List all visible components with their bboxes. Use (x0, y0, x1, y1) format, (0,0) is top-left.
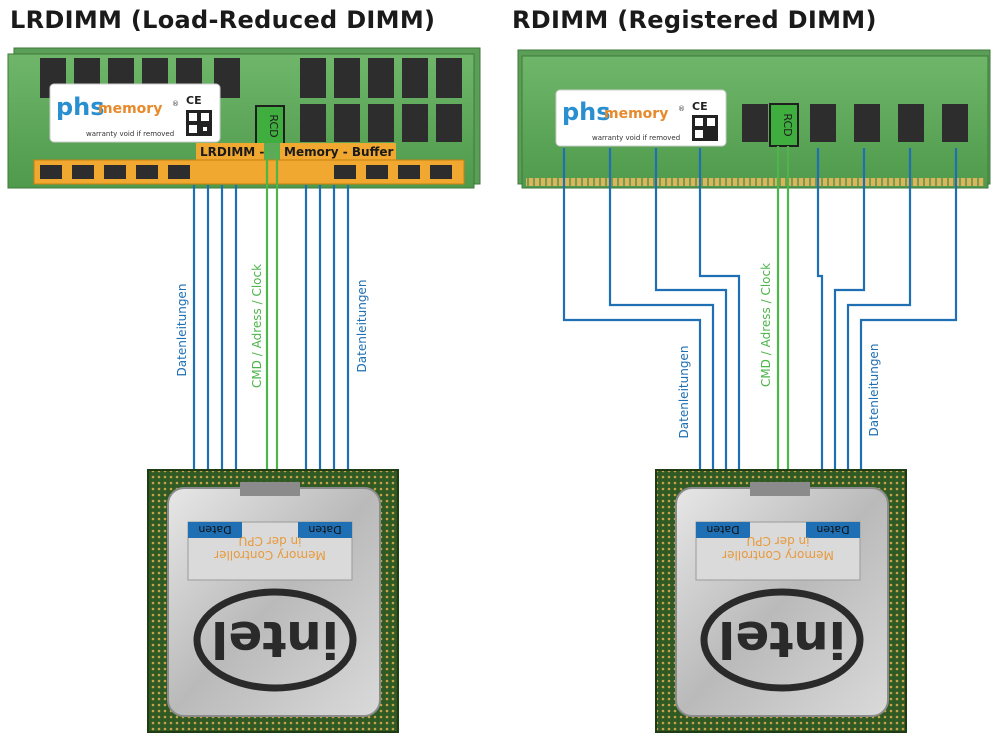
rdimm-cpu-brand-logo: intel (718, 610, 846, 668)
buffer-label-a: LRDIMM - (200, 145, 264, 159)
phs-logo-sticker: phs memory ® CE warranty void if removed (49, 83, 221, 143)
daten-box-right (298, 522, 352, 538)
daten-box-left (188, 522, 242, 538)
lrdimm-data-lines-left (192, 185, 238, 522)
intel-logo-swoosh-icon (193, 588, 357, 692)
rdimm-cmd-lines (776, 146, 790, 522)
rdimm-data-lines-right (816, 148, 958, 522)
cpu-mc-line2: in der CPU (239, 534, 302, 548)
lrdimm-data-lines-right (304, 185, 350, 522)
logo-brand-a-right: phs (562, 98, 611, 126)
cmd-address-clock-label: CMD / Adress / Clock (250, 264, 264, 388)
rcd-label: RCD (267, 114, 280, 137)
memory-buffer-label-bg (196, 143, 396, 160)
rdimm-dram-chips (742, 104, 968, 142)
left-panel-title: LRDIMM (Load-Reduced DIMM) (10, 6, 436, 34)
data-lines-label-right: Datenleitungen (355, 280, 369, 373)
intel-logo-swoosh-icon-right (700, 588, 864, 692)
rdimm-module: RCD phs memory ® CE warranty void if rem… (517, 49, 991, 189)
rdimm-cpu-data-label-right: Daten (816, 523, 849, 536)
daten-box-right-right (806, 522, 860, 538)
rdimm-cpu-data-label-left: Daten (706, 523, 739, 536)
logo-brand-b: memory (98, 101, 162, 117)
rdimm-data-lines-left (562, 148, 741, 522)
logo-registered-right: ® (678, 105, 685, 113)
logo-tagline-right: warranty void if removed (592, 134, 680, 142)
rcd-chip (255, 105, 285, 147)
rdimm-cpu-mc-line1: Memory Controller (722, 548, 834, 562)
daten-box-left-right (696, 522, 750, 538)
lrdimm-module: RCD phs memory ® CE warranty void if rem… (7, 47, 481, 189)
logo-ce: CE (186, 94, 202, 107)
cpu-data-label-right: Daten (308, 523, 341, 536)
cpu-right: Daten Daten Memory Controller in der CPU… (655, 469, 907, 733)
cpu-brand-logo: intel (211, 610, 339, 668)
rdimm-cpu-mc-line2: in der CPU (747, 534, 810, 548)
lrdimm-cmd-lines (265, 146, 279, 522)
rdimm-rcd-label: RCD (781, 113, 794, 136)
phs-logo-sticker-right: phs memory ® CE warranty void if removed (555, 89, 727, 147)
cpu-mc-line1: Memory Controller (214, 548, 326, 562)
rdimm-rcd-chip (769, 103, 799, 147)
logo-brand-b-right: memory (604, 106, 668, 122)
logo-tagline: warranty void if removed (86, 130, 174, 138)
logo-brand-a: phs (56, 93, 105, 121)
logo-registered: ® (172, 100, 179, 108)
rdimm-cmd-address-clock-label: CMD / Adress / Clock (759, 263, 773, 387)
cpu-data-label-left: Daten (198, 523, 231, 536)
rdimm-data-lines-label-right: Datenleitungen (867, 344, 881, 437)
buffer-label-b: Memory - Buffer (284, 145, 393, 159)
rdimm-data-lines-label-left: Datenleitungen (677, 346, 691, 439)
cpu-left: Daten Daten Memory Controller in der CPU… (147, 469, 399, 733)
data-lines-label-left: Datenleitungen (175, 284, 189, 377)
logo-ce-right: CE (692, 100, 708, 113)
right-panel-title: RDIMM (Registered DIMM) (512, 6, 877, 34)
